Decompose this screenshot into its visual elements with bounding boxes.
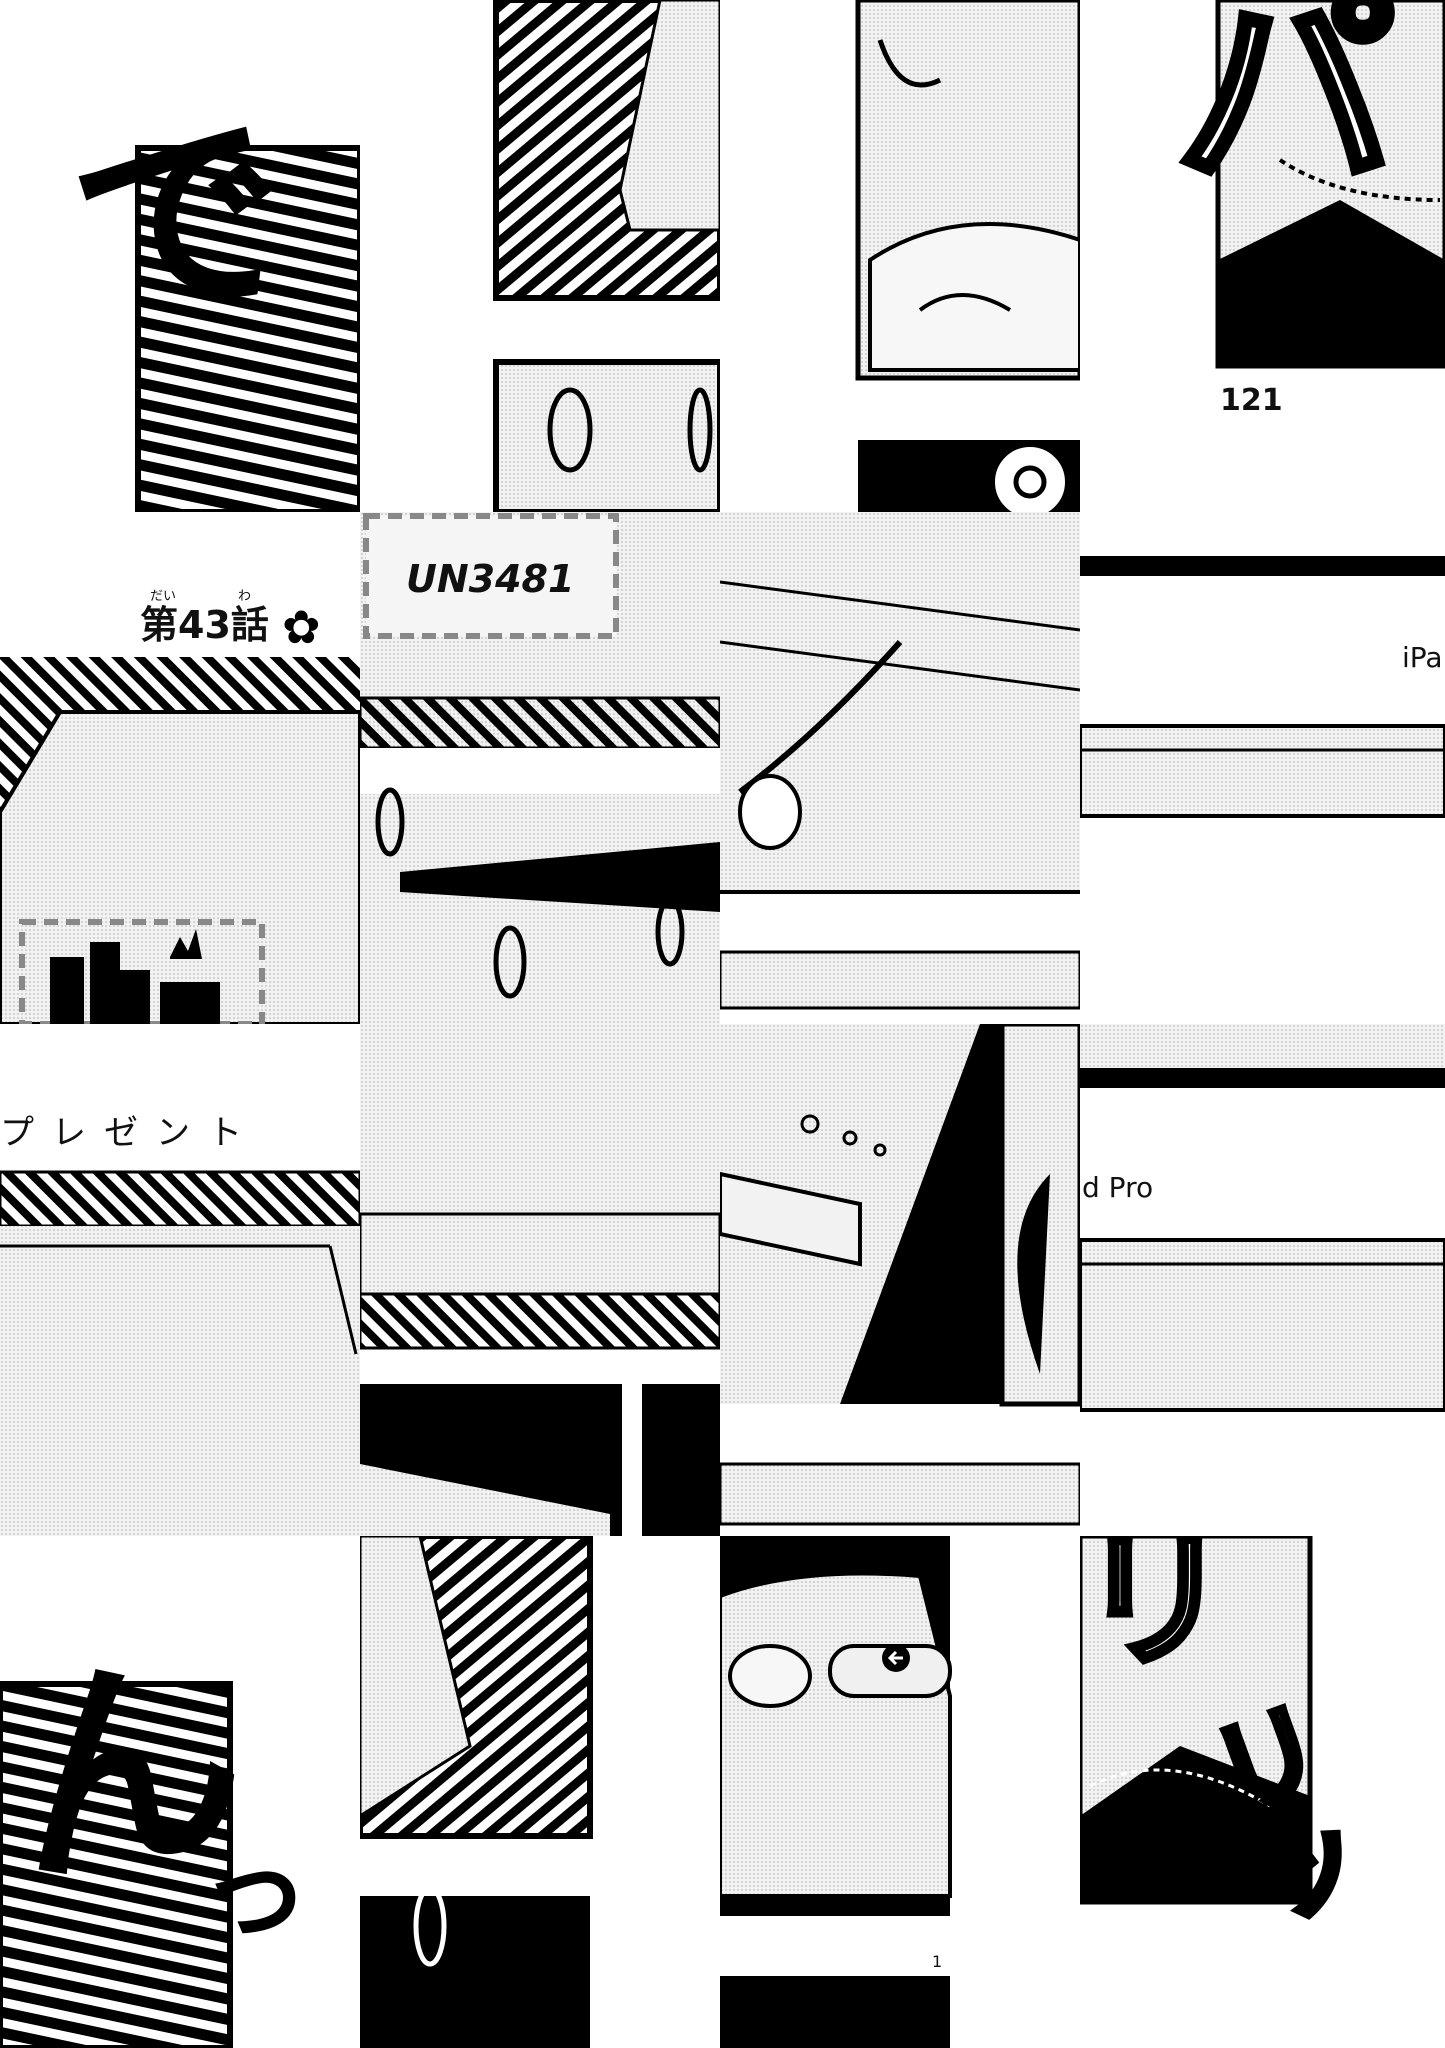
panel-product-box-a: iPa [1080,512,1445,1024]
panel-sfx-ri: リ リッ [1080,1536,1445,2048]
flower-icon: ✿ [282,600,321,654]
box-lid-art [360,1024,720,1536]
lid-open-art [1215,0,1445,369]
chapter-title: 第43話 [140,603,269,647]
product-box-art [1080,1024,1445,1412]
caption-present: プレゼント [0,1113,260,1153]
speedline-box [0,1681,233,2048]
panel-box-edge [360,0,720,512]
sfx-pa: パ [1172,0,1400,218]
box-corner-art [360,1536,593,2048]
sfx-de: で [54,82,312,367]
panel-open-lid [720,1024,1080,1536]
product-text-left: iPa [1402,641,1443,674]
small-page-mark: 1 [932,1952,943,1971]
page-number: 121 [1220,383,1283,418]
furigana-dai: だい [150,589,177,604]
lid-art [720,1024,1080,1526]
panel-present-caption: プレゼント [0,1024,360,1536]
panel-hand-box [720,0,1080,512]
hand-art [855,0,1080,512]
shipping-label-code: UN3481 [406,557,575,601]
lid-lift-art [1080,1536,1313,1905]
arrow-left-circle-icon [882,1644,910,1672]
box-corner-art [0,657,360,1024]
box-art [0,1170,360,1536]
product-box-art [1080,556,1445,818]
panel-product-box-b: d Pro [1080,1024,1445,1536]
panel-box-lid [360,1024,720,1536]
panel-sfx-n: ん っ [0,1536,360,2048]
product-text-right: d Pro [1082,1171,1154,1204]
tape-art [720,512,1080,1010]
panel-sfx-pa: パ 121 [1080,0,1445,512]
panel-shipping-label: UN3481 [360,512,720,1024]
panel-finger-tab: 1 [720,1536,1080,2048]
battery-hazard-icon [50,929,220,1024]
panel-box-corner [360,1536,720,2048]
sfx-ri: リ [1080,1536,1234,1688]
sfx-tsu: っ [200,1827,310,1955]
panel-chapter-title: だい わ 第43話 ✿ [0,512,360,1024]
panel-peel-tape [720,512,1080,1024]
furigana-wa: わ [238,589,252,604]
box-edge-art [493,0,720,512]
panel-sfx-de: で [0,0,360,512]
speedline-box [135,145,360,512]
label-art [360,512,720,1024]
finger-tab-art [720,1536,952,2048]
